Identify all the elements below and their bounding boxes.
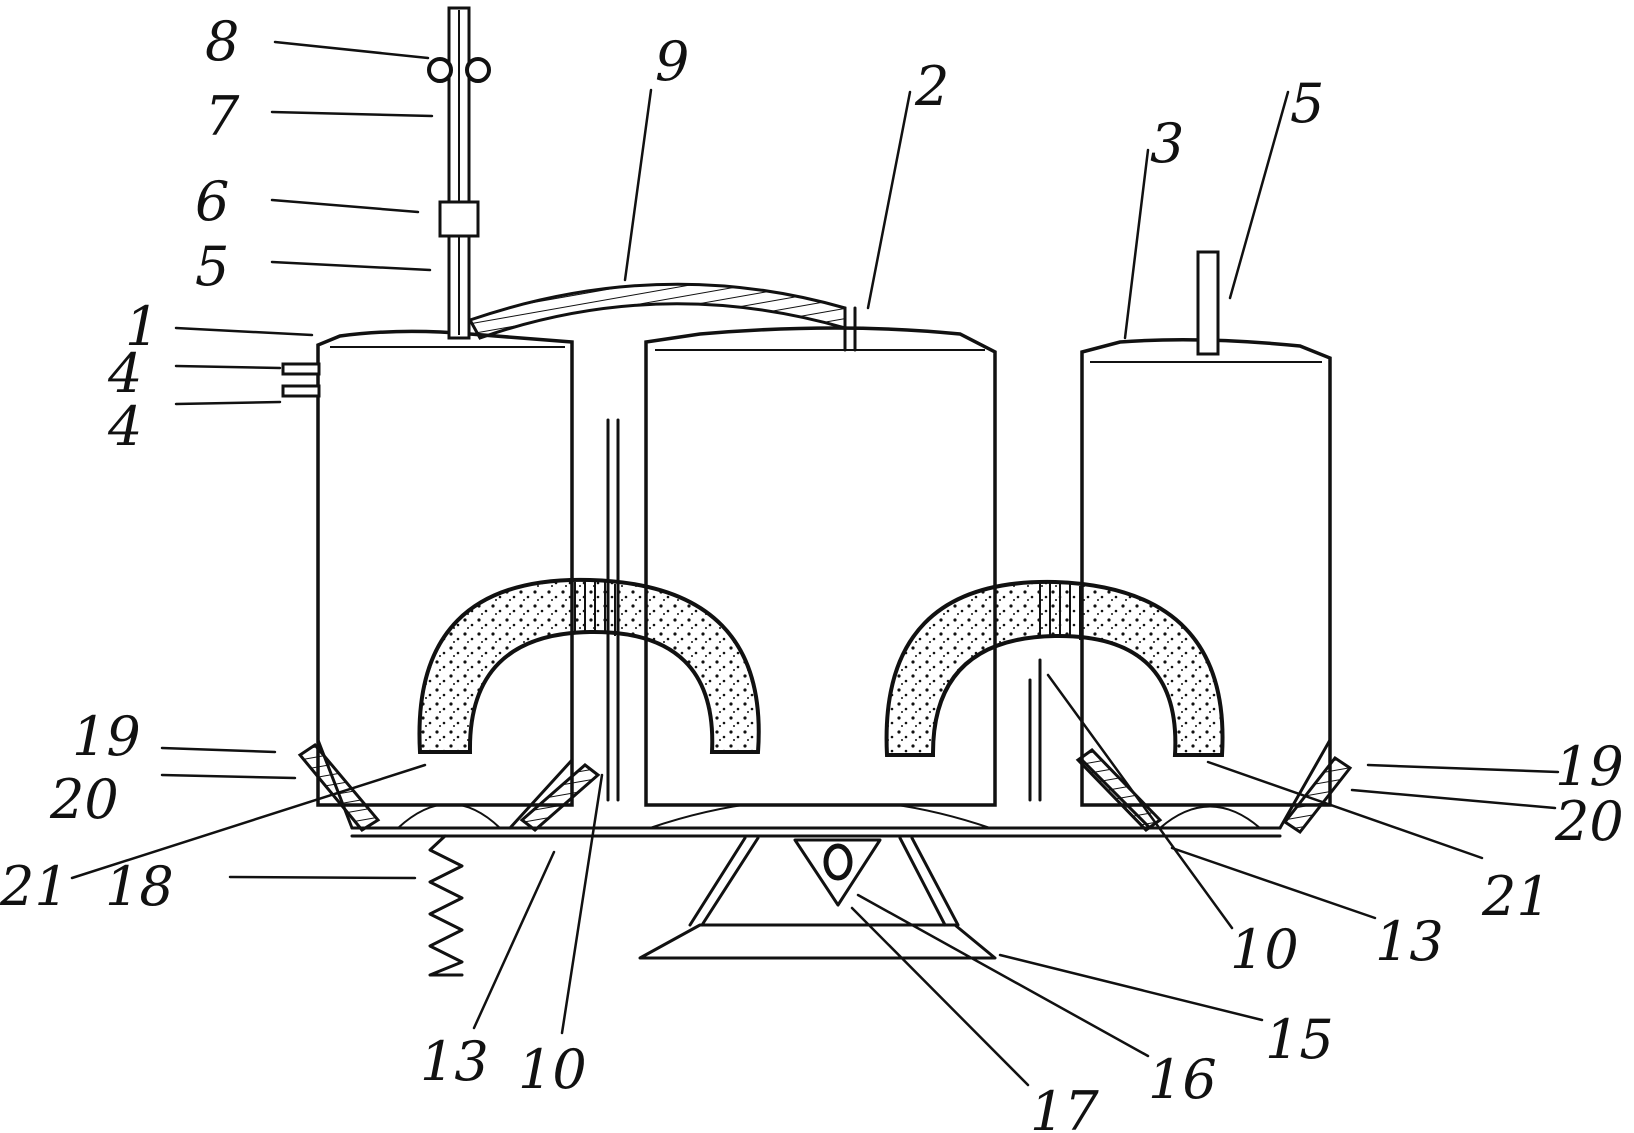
arch-filter-left-bands [574, 580, 616, 636]
label-2: 2 [914, 55, 949, 118]
base-plate [350, 826, 1282, 838]
label-10-right: 10 [1230, 918, 1299, 981]
label-8: 8 [205, 10, 239, 73]
label-4a: 4 [107, 342, 142, 405]
side-ports-4 [281, 362, 321, 398]
arch-filter-left [417, 577, 761, 754]
label-6: 6 [195, 170, 229, 233]
leader-lines [70, 40, 1560, 1087]
pipe-5-right [1196, 250, 1220, 356]
label-5-left: 5 [195, 235, 229, 298]
angled-plate-right-inner [1075, 748, 1163, 832]
tank-2 [644, 326, 997, 807]
label-18: 18 [105, 855, 174, 918]
coupling-6 [438, 200, 480, 238]
angled-plate-right [1282, 755, 1353, 835]
pipe-2-stub [843, 306, 857, 352]
label-4b: 4 [107, 395, 142, 458]
cone-16 [793, 838, 882, 907]
label-10-bottom: 10 [518, 1038, 587, 1101]
label-17: 17 [1030, 1080, 1099, 1133]
valve-17 [823, 843, 853, 881]
base-dome-right [1159, 805, 1261, 829]
label-21-left: 21 [0, 855, 69, 918]
label-13-right: 13 [1375, 910, 1444, 973]
label-13-bottom: 13 [420, 1030, 489, 1093]
spring-18 [428, 834, 464, 977]
angled-plate-left-inner [519, 763, 601, 832]
label-21-right: 21 [1481, 865, 1551, 928]
valve-8 [427, 57, 491, 83]
angled-plate-left [297, 743, 381, 832]
label-5-right: 5 [1290, 72, 1324, 135]
label-19-right: 19 [1555, 735, 1624, 798]
label-7: 7 [205, 85, 240, 148]
label-19-left: 19 [72, 705, 141, 768]
label-20-right: 20 [1554, 790, 1624, 853]
label-1: 1 [125, 295, 159, 358]
inner-pipe-10-right [1028, 658, 1042, 802]
label-9: 9 [655, 30, 689, 93]
arch-filter-right-bands [1039, 582, 1081, 640]
label-3: 3 [1150, 112, 1184, 175]
base-dome-left [397, 803, 501, 829]
arch-filter-right [884, 579, 1225, 757]
label-20-left: 20 [49, 768, 119, 831]
label-16: 16 [1148, 1048, 1217, 1111]
label-15: 15 [1265, 1008, 1334, 1071]
stand-15 [638, 836, 997, 960]
